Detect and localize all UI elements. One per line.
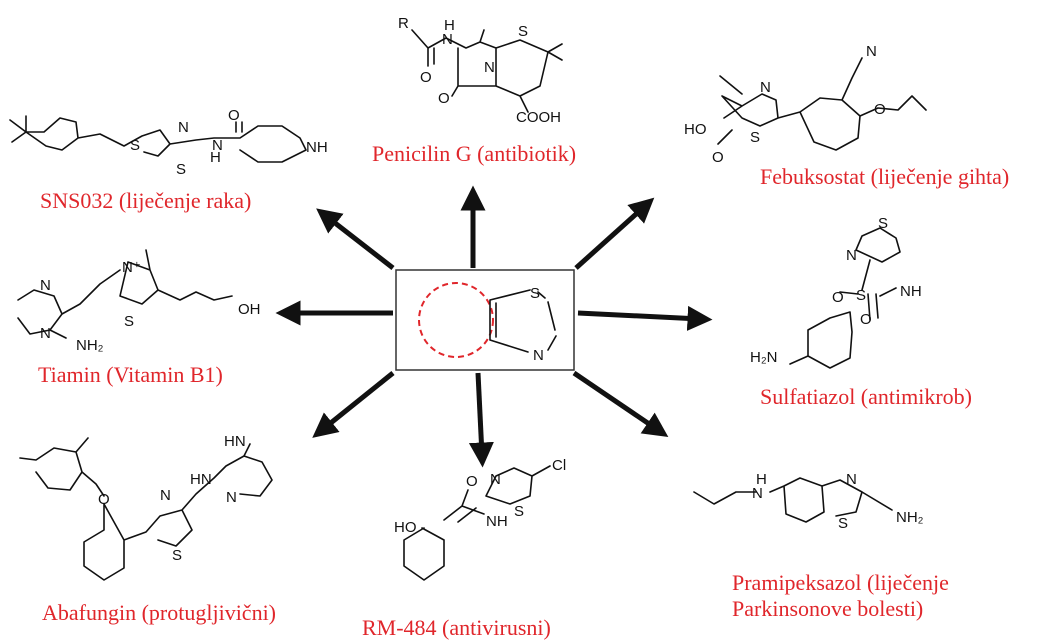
atom-label: N [484, 59, 495, 76]
atom-label: S [130, 137, 140, 154]
atom-label: NH₂ [76, 337, 104, 354]
caption-tiamin: Tiamin (Vitamin B1) [38, 362, 223, 387]
atom-n: N [533, 347, 544, 364]
caption-febuksostat: Febuksostat (liječenje gihta) [760, 164, 1010, 189]
atom-label: O [420, 69, 432, 86]
atom-label: NH [306, 139, 328, 156]
atom-label: H [210, 149, 221, 166]
atom-label: N [160, 487, 171, 504]
atom-label: O [874, 101, 886, 118]
caption-pramipeksazol: Pramipeksazol (liječenje Parkinsonove bo… [732, 570, 949, 621]
atom-label: Cl [552, 457, 566, 474]
structure-pramipeksazol: H N N S NH₂ [693, 471, 924, 532]
atom-label: O [712, 149, 724, 166]
atom-label: N [40, 325, 51, 342]
atom-label: S [856, 287, 866, 304]
atom-label: N [752, 485, 763, 502]
atom-s: S [530, 285, 540, 302]
atom-label: HO [684, 121, 707, 138]
structure-febuksostat: HO O N S N O [684, 43, 927, 166]
structure-sulfatiazol: S N S O O NH H₂N [750, 215, 922, 369]
atom-label: S [838, 515, 848, 532]
central-thiazole-box: S N [395, 269, 575, 371]
atom-label: N [178, 119, 189, 136]
atom-label: S [878, 215, 888, 232]
atom-label: S [124, 313, 134, 330]
caption-sulfatiazol: Sulfatiazol (antimikrob) [760, 384, 972, 409]
atom-label: HN [190, 471, 212, 488]
atom-label: O [98, 491, 110, 508]
atom-label: O [832, 289, 844, 306]
atom-label: S [518, 23, 528, 40]
atom-label: N [846, 471, 857, 488]
atom-label: N [846, 247, 857, 264]
atom-label: N⁺ [122, 259, 141, 276]
atom-label: S [172, 547, 182, 564]
caption-sns032: SNS032 (liječenje raka) [40, 188, 252, 213]
atom-label: H [444, 17, 455, 34]
atom-label: N [490, 471, 501, 488]
atom-label: N [866, 43, 877, 60]
structure-sns032: S N S O H N NH [9, 107, 328, 178]
structure-tiamin: N N NH₂ N⁺ S OH [17, 249, 261, 354]
atom-label: HN [224, 433, 246, 450]
atom-label: N [212, 137, 223, 154]
atom-label: O [466, 473, 478, 490]
atom-label: O [860, 311, 872, 328]
atom-label: OH [238, 301, 261, 318]
atom-label: COOH [516, 109, 561, 126]
structure-rm484: N S Cl O NH HO [394, 457, 566, 581]
atom-label: N [226, 489, 237, 506]
atom-label: S [514, 503, 524, 520]
caption-rm484: RM-484 (antivirusni) [362, 615, 551, 640]
atom-label: NH [900, 283, 922, 300]
atom-label: NH₂ [896, 509, 924, 526]
atom-label: N [40, 277, 51, 294]
atom-label: NH [486, 513, 508, 530]
atom-label: S [750, 129, 760, 146]
arrows [275, 185, 713, 468]
caption-abafungin: Abafungin (protugljivični) [42, 600, 277, 625]
dashed-ring-placeholder [418, 282, 494, 358]
structure-penicillin: R O H N S N O COOH [398, 15, 563, 126]
atom-label: O [438, 90, 450, 107]
atom-label: H₂N [750, 349, 778, 366]
atom-label: R [398, 15, 409, 32]
atom-label: O [228, 107, 240, 124]
atom-label: HO [394, 519, 417, 536]
atom-label: H [756, 471, 767, 488]
caption-penicillin: Penicilin G (antibiotik) [372, 141, 577, 166]
atom-label: S [176, 161, 186, 178]
atom-label: N [442, 31, 453, 48]
structure-abafungin: O N S HN HN N [19, 433, 273, 581]
atom-label: N [760, 79, 771, 96]
